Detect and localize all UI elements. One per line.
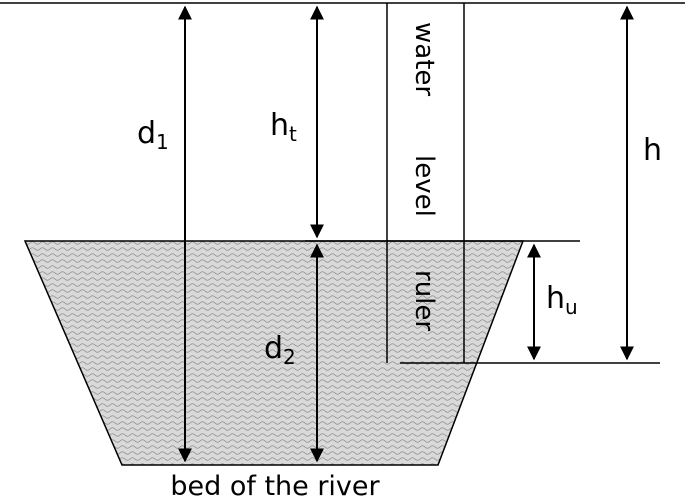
label-ht-sub: t: [289, 122, 297, 146]
label-d2-sub: 2: [283, 345, 296, 369]
ruler-word-level: level: [409, 155, 439, 217]
label-ht-main: h: [270, 108, 289, 143]
label-hu-main: h: [546, 281, 565, 316]
label-d1: d1: [137, 116, 169, 154]
label-hu-sub: u: [565, 295, 578, 319]
label-d1-main: d: [137, 116, 156, 151]
label-h: h: [643, 133, 662, 168]
label-ht: ht: [270, 108, 297, 146]
ruler-word-ruler: ruler: [409, 270, 439, 331]
ruler-word-water: water: [409, 22, 439, 96]
label-d2-main: d: [264, 331, 283, 366]
label-hu: hu: [546, 281, 578, 319]
label-d2: d2: [264, 331, 296, 369]
label-d1-sub: 1: [156, 130, 169, 154]
bed-of-river-label: bed of the river: [170, 471, 380, 499]
